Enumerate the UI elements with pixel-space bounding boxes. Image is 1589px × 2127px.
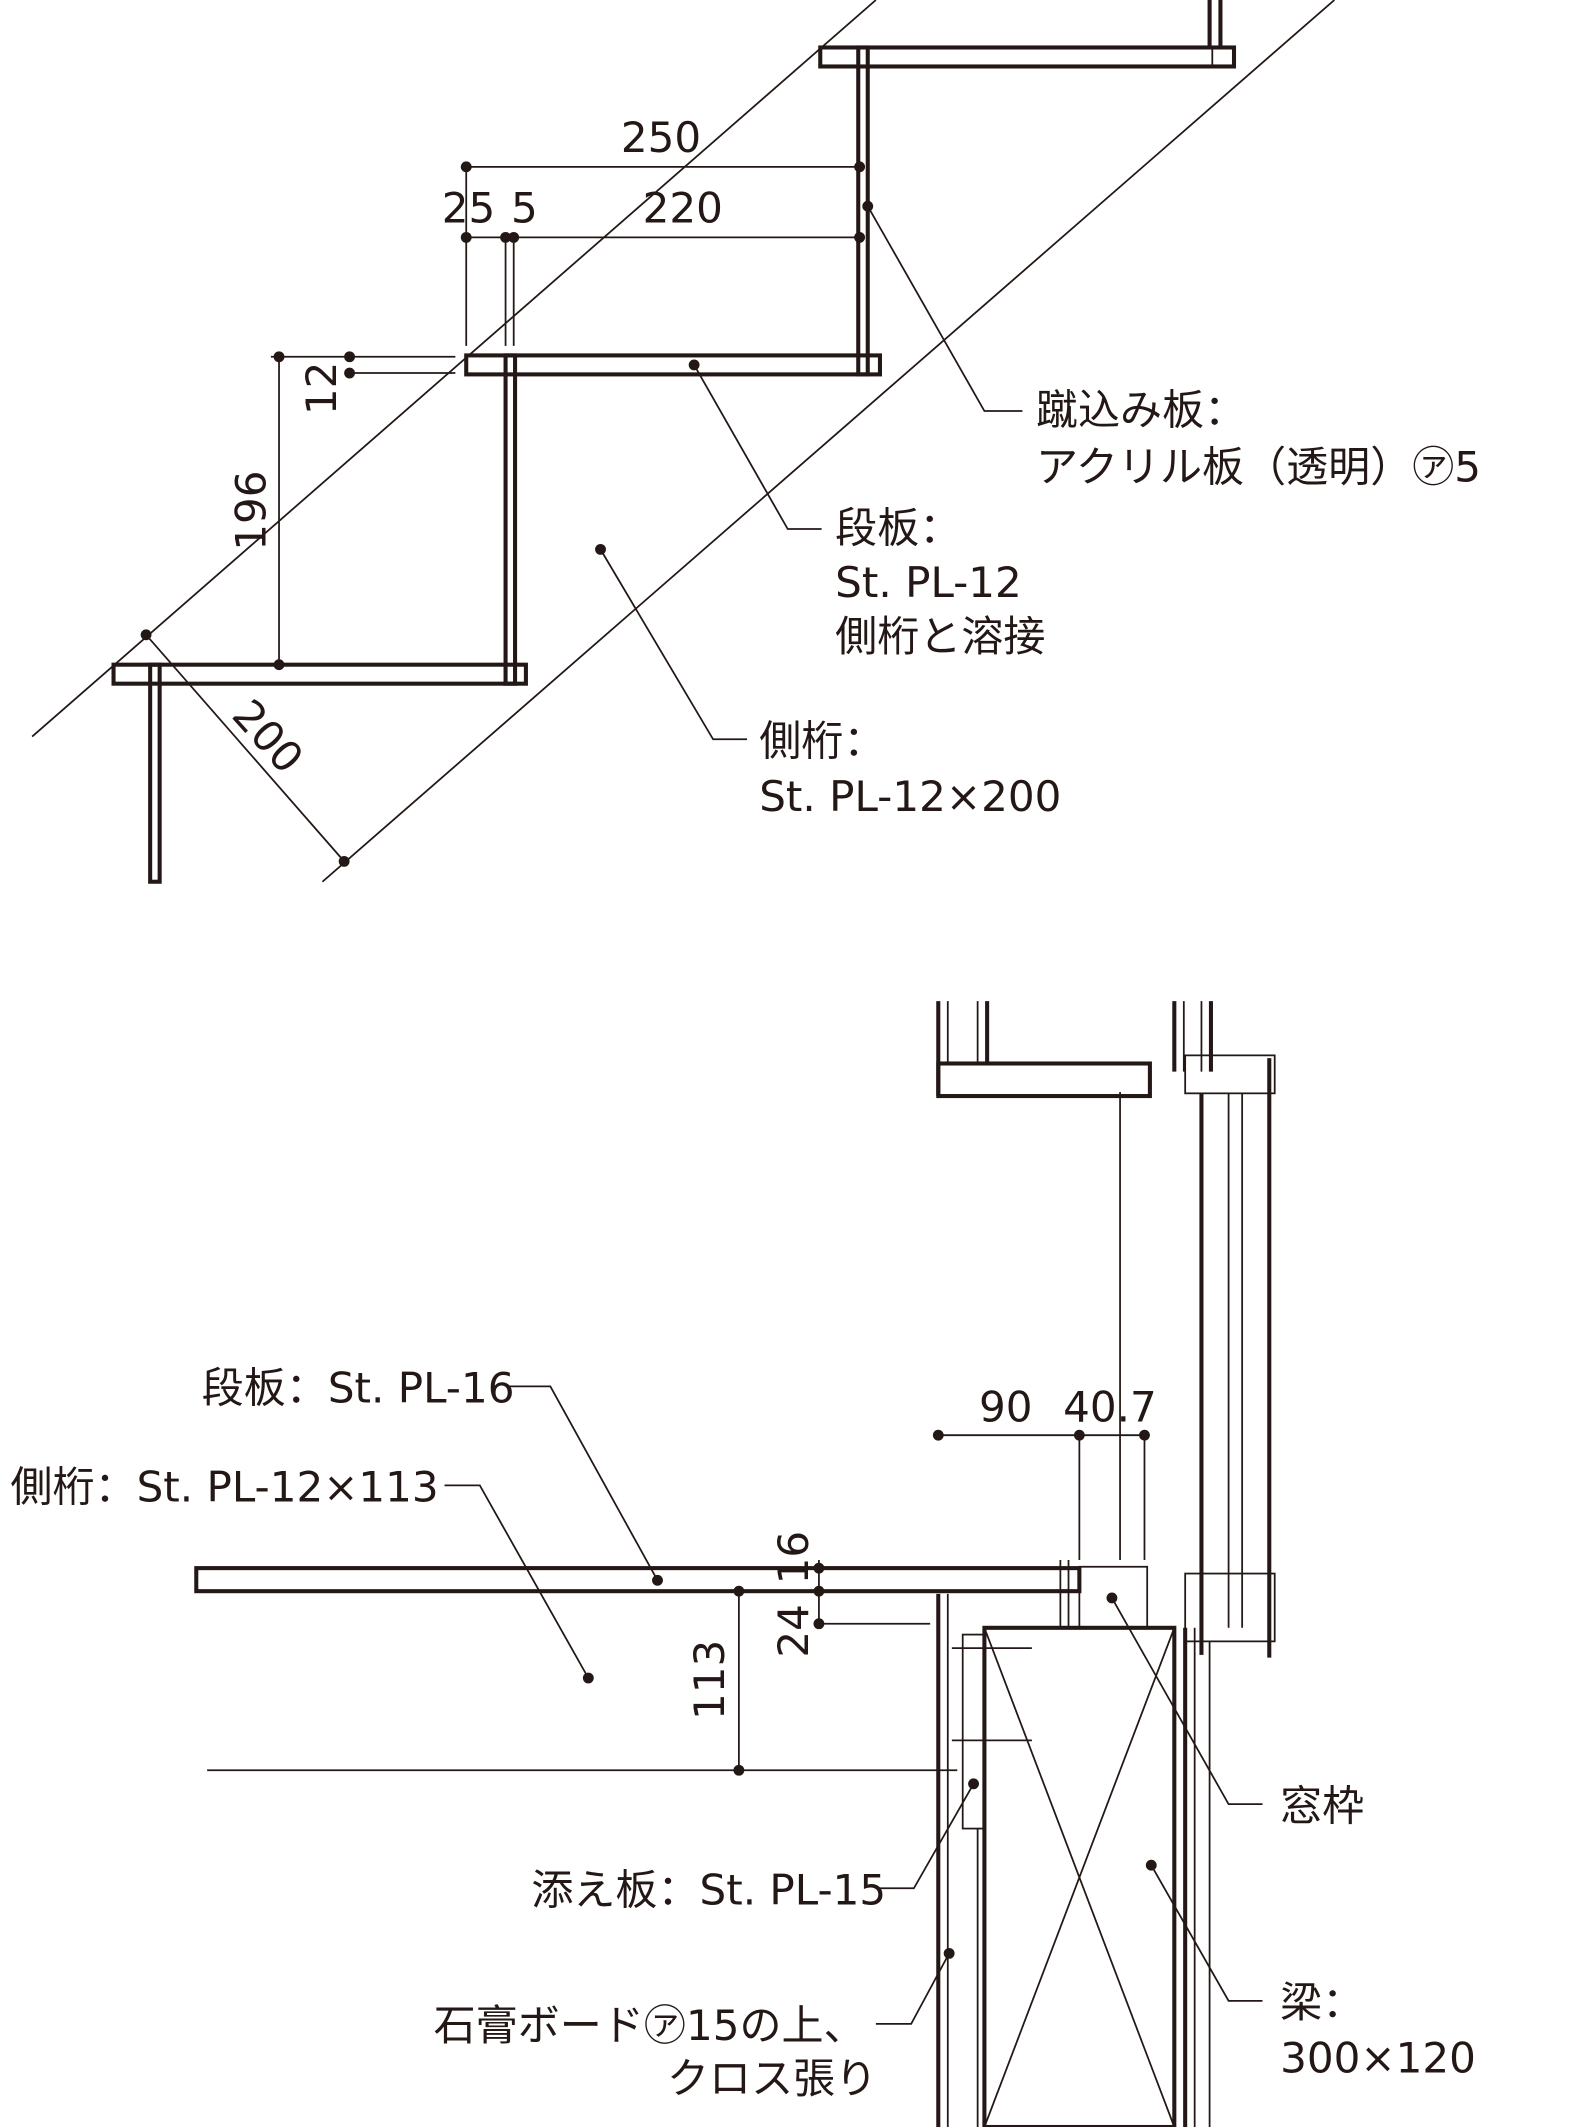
dim-250: 250 [621,113,701,162]
dim-24: 24 [769,1604,818,1658]
label-stringer: 側桁：St. PL-12×113 [10,1463,438,1512]
tread-top [818,45,1237,69]
upper-floor-tread [936,1061,1152,1099]
stringer-bottom-line [321,0,1335,883]
label-tread-spec: St. PL-12 [835,558,1022,607]
label-tread-title: 段板： [835,504,961,553]
dim-12: 12 [297,362,346,416]
tread-middle [464,353,882,377]
dim-113: 113 [685,1640,734,1720]
tread-plate [194,1566,1082,1594]
label-beam-spec: 300×120 [1280,2034,1476,2083]
dim-40-7: 40.7 [1063,1383,1157,1432]
dimension-lines [733,1091,1150,1776]
dim-220: 220 [643,183,723,232]
label-board: 石膏ボード㋐15の上、 [434,2001,866,2050]
lower-section: 90 40.7 16 24 113 段板：St. PL-16 側桁：St. PL… [10,1001,1476,2127]
label-riser-title: 蹴込み板： [1036,386,1246,435]
dim-16: 16 [769,1531,818,1585]
label-stringer-title: 側桁： [759,717,885,766]
splice-plate [961,1633,986,1830]
label-tread: 段板：St. PL-16 [202,1364,515,1413]
dim-25: 25 [442,183,496,232]
label-board-finish: クロス張り [667,2054,877,2103]
beam [982,1625,1177,2127]
label-beam-title: 梁： [1280,1978,1364,2027]
riser-acrylic [148,662,162,884]
dim-90: 90 [979,1383,1033,1432]
label-window-frame: 窓枠 [1280,1781,1364,1830]
dim-196: 196 [226,470,275,550]
window-frame [1183,1054,1276,2127]
label-stringer-spec: St. PL-12×200 [759,772,1061,821]
label-tread-note: 側桁と溶接 [835,612,1045,661]
label-riser-spec: アクリル板（透明）㋐5 [1036,443,1481,492]
dimension-lines [140,161,866,867]
label-splice-plate: 添え板：St. PL-15 [531,1866,886,1915]
stringer-top-line [31,0,877,738]
dim-5: 5 [511,183,538,232]
riser-acrylic [503,353,518,686]
dim-200: 200 [223,690,313,782]
upper-stair-section: 250 25 5 220 12 196 200 蹴込み板： アクリル板（透明）㋐… [31,0,1481,884]
